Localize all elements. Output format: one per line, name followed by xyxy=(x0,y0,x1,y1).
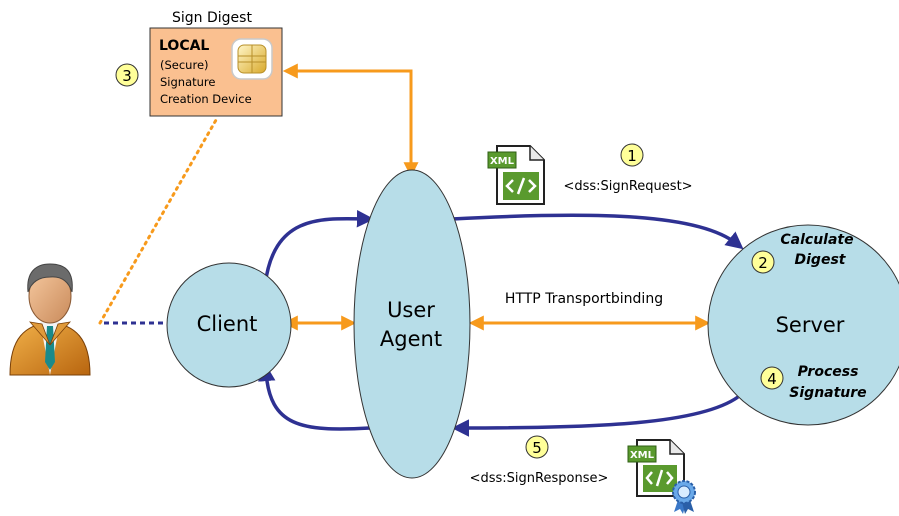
sign-digest-title: Sign Digest xyxy=(172,10,252,26)
client-to-useragent-blue-arrow xyxy=(263,210,375,286)
user-agent-label-line1: User xyxy=(387,298,435,322)
signature-process-label: Signature xyxy=(789,385,866,401)
user-agent-node xyxy=(353,169,471,479)
seal-rosette-icon xyxy=(672,480,696,514)
step-3-number: 3 xyxy=(122,67,132,85)
sign-response-label: <dss:SignResponse> xyxy=(470,471,609,486)
step-1-number: 1 xyxy=(627,147,637,165)
user-to-device-dotted-line xyxy=(98,118,218,325)
server-label: Server xyxy=(776,313,845,337)
creation-device-label: Creation Device xyxy=(160,92,252,106)
xml-signed-document-icon: XML xyxy=(627,439,696,514)
smartcard-chip-icon xyxy=(231,38,273,80)
secure-label: (Secure) xyxy=(160,58,209,72)
step-5-number: 5 xyxy=(532,439,542,457)
xml-document-icon: XML xyxy=(487,145,545,205)
client-label: Client xyxy=(197,312,258,336)
digest-label: Digest xyxy=(795,252,847,268)
step-2-number: 2 xyxy=(758,254,768,272)
person-icon xyxy=(9,263,91,376)
step-1-badge xyxy=(620,143,644,167)
step-4-number: 4 xyxy=(767,370,777,388)
xml-badge-text: XML xyxy=(490,156,515,167)
http-transport-label: HTTP Transportbinding xyxy=(505,291,663,307)
user-agent-label-line2: Agent xyxy=(380,327,442,351)
useragent-to-client-blue-arrow xyxy=(257,363,371,431)
signature-label: Signature xyxy=(160,75,215,89)
device-useragent-arrow xyxy=(282,63,419,178)
client-node xyxy=(166,262,292,388)
step-2-badge xyxy=(751,250,775,274)
sign-request-blue-arrow xyxy=(451,213,744,250)
server-node xyxy=(707,224,899,426)
process-label: Process xyxy=(798,364,859,380)
step-4-badge xyxy=(760,366,784,390)
calculate-label: Calculate xyxy=(780,232,853,248)
step-3-badge xyxy=(115,63,139,87)
local-label: LOCAL xyxy=(159,38,209,54)
sign-request-label: <dss:SignRequest> xyxy=(563,179,692,194)
sign-response-blue-arrow xyxy=(451,395,740,437)
xml-badge-text-signed: XML xyxy=(630,450,655,461)
step-5-badge xyxy=(525,435,549,459)
